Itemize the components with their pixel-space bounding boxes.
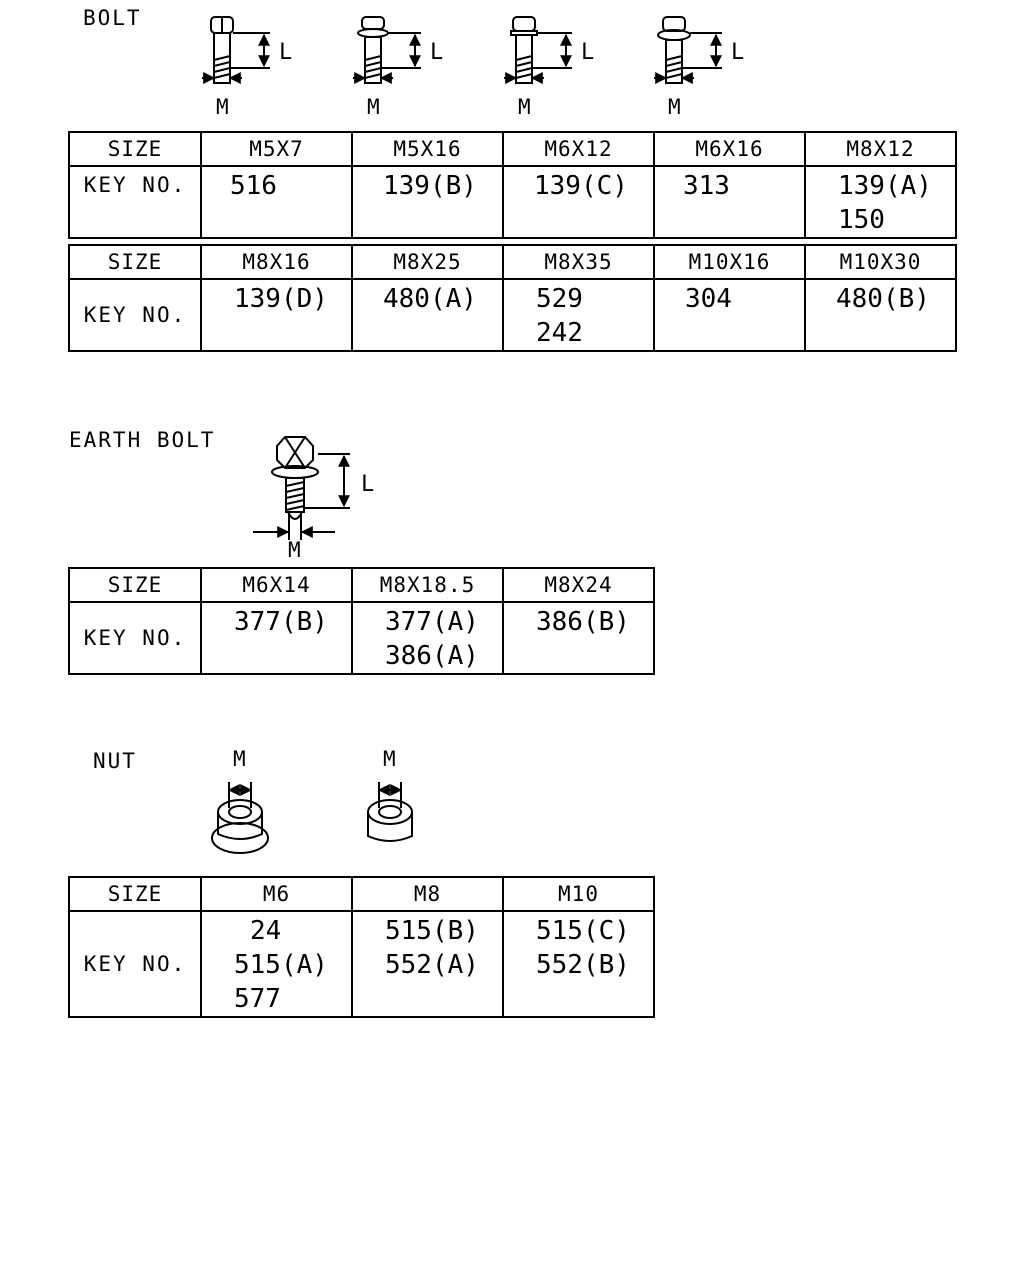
size-cell: M5X7 — [200, 131, 353, 167]
key-header: KEY NO. — [68, 165, 202, 239]
size-cell: M10X16 — [653, 244, 806, 280]
key-number: 386(A) — [385, 641, 479, 671]
key-number: 515(B) — [385, 916, 479, 946]
size-cell: M8 — [351, 876, 504, 912]
size-row: SIZE M8X16 M8X25 M8X35 M10X16 M10X30 — [68, 244, 957, 280]
key-number: 139(C) — [534, 171, 628, 201]
key-number: 313 — [683, 171, 730, 201]
bolt-hex-icon — [202, 16, 270, 84]
bolt-4-diameter-label: M — [668, 95, 683, 119]
key-number: 377(A) — [385, 607, 479, 637]
key-cell: 377(B) — [200, 601, 353, 675]
key-cell: 377(A) 386(A) — [351, 601, 504, 675]
key-cell: 313 — [653, 165, 806, 239]
key-number: 552(A) — [385, 950, 479, 980]
key-row: KEY NO. 139(D) 480(A) 529 242 304 480(B) — [68, 278, 957, 352]
key-cell: 304 — [653, 278, 806, 352]
key-number: 386(B) — [536, 607, 630, 637]
hex-nut-diameter-label: M — [383, 747, 398, 771]
key-header: KEY NO. — [68, 278, 202, 352]
size-cell: M6X12 — [502, 131, 655, 167]
key-header: KEY NO. — [68, 601, 202, 675]
bolt-1-length-label: L — [279, 40, 295, 65]
size-cell: M8X35 — [502, 244, 655, 280]
size-cell: M6 — [200, 876, 353, 912]
bolt-2-diameter-label: M — [367, 95, 382, 119]
key-cell: 480(A) — [351, 278, 504, 352]
bolt-size-table-1: SIZE M5X7 M5X16 M6X12 M6X16 M8X12 KEY NO… — [68, 131, 957, 239]
key-number: 304 — [685, 284, 732, 314]
earth-bolt-length-label: L — [361, 472, 377, 497]
earth-bolt-diameter-label: M — [288, 538, 303, 562]
size-cell: M6X16 — [653, 131, 806, 167]
key-cell: 515(B) 552(A) — [351, 910, 504, 1018]
earth-bolt-section-title: EARTH BOLT — [69, 428, 216, 452]
size-row: SIZE M6X14 M8X18.5 M8X24 — [68, 567, 655, 603]
key-number: 515(A) — [234, 950, 328, 980]
key-header: KEY NO. — [68, 910, 202, 1018]
key-number: 150 — [838, 205, 885, 235]
key-number: 24 — [250, 916, 282, 946]
bolt-4-length-label: L — [731, 40, 747, 65]
key-cell: 515(C) 552(B) — [502, 910, 655, 1018]
key-number: 139(D) — [234, 284, 328, 314]
size-cell: M8X16 — [200, 244, 353, 280]
size-header: SIZE — [68, 244, 202, 280]
bolt-1-diameter-label: M — [216, 95, 231, 119]
size-cell: M8X12 — [804, 131, 957, 167]
size-cell: M8X25 — [351, 244, 504, 280]
bolt-3-length-label: L — [581, 40, 597, 65]
earth-bolt-size-table: SIZE M6X14 M8X18.5 M8X24 KEY NO. 377(B) … — [68, 567, 655, 675]
key-cell: 386(B) — [502, 601, 655, 675]
key-cell: 529 242 — [502, 278, 655, 352]
key-number: 529 — [536, 284, 583, 314]
flange-nut-icon — [211, 782, 269, 854]
nut-section-title: NUT — [93, 749, 137, 773]
bolt-2-length-label: L — [430, 40, 446, 65]
key-row: KEY NO. 24 515(A) 577 515(B) 552(A) 515(… — [68, 910, 655, 1018]
size-cell: M8X24 — [502, 567, 655, 603]
bolt-3-diameter-label: M — [518, 95, 533, 119]
key-number: 480(A) — [383, 284, 477, 314]
key-cell: 24 515(A) 577 — [200, 910, 353, 1018]
key-number: 516 — [230, 171, 277, 201]
size-row: SIZE M5X7 M5X16 M6X12 M6X16 M8X12 — [68, 131, 957, 167]
size-cell: M10X30 — [804, 244, 957, 280]
key-number: 139(B) — [383, 171, 477, 201]
key-row: KEY NO. 377(B) 377(A) 386(A) 386(B) — [68, 601, 655, 675]
key-number: 577 — [234, 984, 281, 1014]
key-row: KEY NO. 516 139(B) 139(C) 313 139(A) 150 — [68, 165, 957, 239]
size-row: SIZE M6 M8 M10 — [68, 876, 655, 912]
key-cell: 139(B) — [351, 165, 504, 239]
size-cell: M10 — [502, 876, 655, 912]
hex-nut-icon — [367, 782, 413, 842]
bolt-flange-icon — [353, 16, 421, 84]
size-cell: M5X16 — [351, 131, 504, 167]
key-number: 377(B) — [234, 607, 328, 637]
bolt-conical-washer-icon — [654, 16, 722, 84]
key-number: 480(B) — [836, 284, 930, 314]
bolt-section-title: BOLT — [83, 6, 142, 30]
key-cell: 139(C) — [502, 165, 655, 239]
key-cell: 139(A) 150 — [804, 165, 957, 239]
bolt-washer-icon — [504, 16, 572, 84]
key-number: 242 — [536, 318, 583, 348]
nut-size-table: SIZE M6 M8 M10 KEY NO. 24 515(A) 577 515… — [68, 876, 655, 1018]
size-header: SIZE — [68, 567, 202, 603]
key-number: 552(B) — [536, 950, 630, 980]
key-cell: 480(B) — [804, 278, 957, 352]
key-number: 139(A) — [838, 171, 932, 201]
flange-nut-diameter-label: M — [233, 747, 248, 771]
key-number: 515(C) — [536, 916, 630, 946]
key-cell: 516 — [200, 165, 353, 239]
key-cell: 139(D) — [200, 278, 353, 352]
size-header: SIZE — [68, 131, 202, 167]
bolt-size-table-2: SIZE M8X16 M8X25 M8X35 M10X16 M10X30 KEY… — [68, 244, 957, 352]
size-cell: M8X18.5 — [351, 567, 504, 603]
earth-bolt-icon — [253, 436, 350, 540]
size-header: SIZE — [68, 876, 202, 912]
size-cell: M6X14 — [200, 567, 353, 603]
